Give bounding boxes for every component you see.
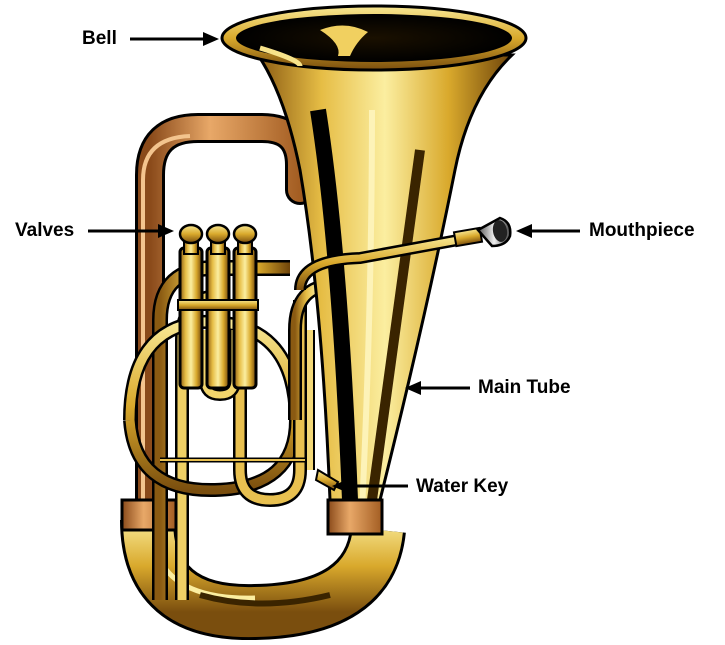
main-tube-label: Main Tube bbox=[478, 377, 571, 398]
bell-label: Bell bbox=[82, 28, 117, 49]
mouthpiece-label: Mouthpiece bbox=[589, 220, 695, 241]
leadpipe bbox=[294, 226, 484, 291]
water-key bbox=[314, 468, 340, 492]
valves-label: Valves bbox=[15, 220, 75, 241]
main-tube-arrow bbox=[405, 381, 470, 395]
water-key-label: Water Key bbox=[416, 476, 509, 497]
valve-block bbox=[177, 223, 259, 390]
valves-arrow bbox=[88, 224, 174, 238]
bell-arrow bbox=[130, 32, 219, 46]
water-key-arrow bbox=[332, 480, 408, 492]
mouthpiece-arrow bbox=[516, 224, 580, 238]
main-tube-and-bell bbox=[220, 4, 528, 536]
mouthpiece bbox=[476, 216, 512, 248]
label-arrows bbox=[88, 32, 580, 492]
